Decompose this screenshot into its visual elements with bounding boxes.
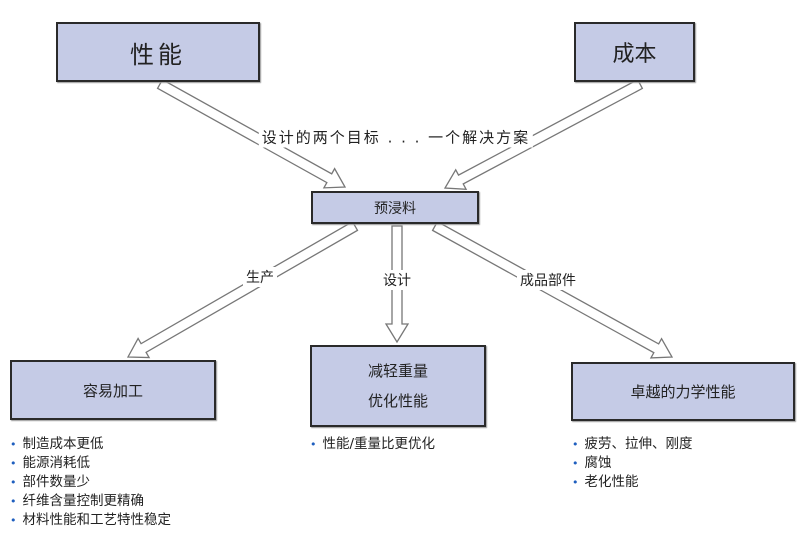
node-mechanical-label: 卓越的力学性能 bbox=[630, 383, 736, 401]
bullet-item: 腐蚀 bbox=[572, 454, 693, 473]
bullet-item: 纤维含量控制更精确 bbox=[10, 492, 171, 511]
bullets-middle: 性能/重量比更优化 bbox=[310, 435, 436, 454]
node-performance: 性能 bbox=[56, 22, 260, 82]
node-prepreg-label: 预浸料 bbox=[374, 200, 416, 217]
bullet-item: 材料性能和工艺特性稳定 bbox=[10, 511, 172, 530]
bullet-item: 能源消耗低 bbox=[10, 454, 171, 473]
arrow-cost-to-prepreg bbox=[443, 78, 644, 190]
node-prepreg: 预浸料 bbox=[311, 191, 479, 224]
node-weight-reduction: 减轻重量 优化性能 bbox=[310, 345, 486, 427]
node-easy-processing: 容易加工 bbox=[10, 360, 216, 420]
label-production: 生产 bbox=[243, 267, 277, 287]
label-parts: 成品部件 bbox=[517, 270, 579, 290]
bullets-left: 制造成本更低 能源消耗低 部件数量少 纤维含量控制更精确 材料性能和工艺特性稳定 bbox=[10, 435, 172, 530]
bullet-item: 性能/重量比更优化 bbox=[310, 435, 436, 454]
node-cost-label: 成本 bbox=[612, 42, 657, 67]
node-weight-reduction-line1: 减轻重量 bbox=[367, 362, 428, 380]
node-weight-reduction-line2: 优化性能 bbox=[367, 392, 428, 410]
node-easy-processing-label: 容易加工 bbox=[82, 381, 143, 400]
bullet-item: 制造成本更低 bbox=[10, 435, 171, 454]
bullet-item: 老化性能 bbox=[572, 473, 693, 492]
bullet-item: 部件数量少 bbox=[10, 473, 171, 492]
label-design: 设计 bbox=[380, 270, 414, 290]
node-performance-label: 性能 bbox=[130, 40, 186, 69]
bullet-item: 疲劳、拉伸、刚度 bbox=[572, 435, 693, 454]
bullets-right: 疲劳、拉伸、刚度 腐蚀 老化性能 bbox=[572, 435, 693, 492]
arrow-performance-to-prepreg bbox=[156, 78, 347, 189]
arrow-production bbox=[126, 220, 359, 359]
node-mechanical: 卓越的力学性能 bbox=[571, 362, 795, 421]
label-goals: 设计的两个目标 . . . 一个解决方案 bbox=[258, 126, 534, 148]
node-cost: 成本 bbox=[574, 22, 695, 82]
